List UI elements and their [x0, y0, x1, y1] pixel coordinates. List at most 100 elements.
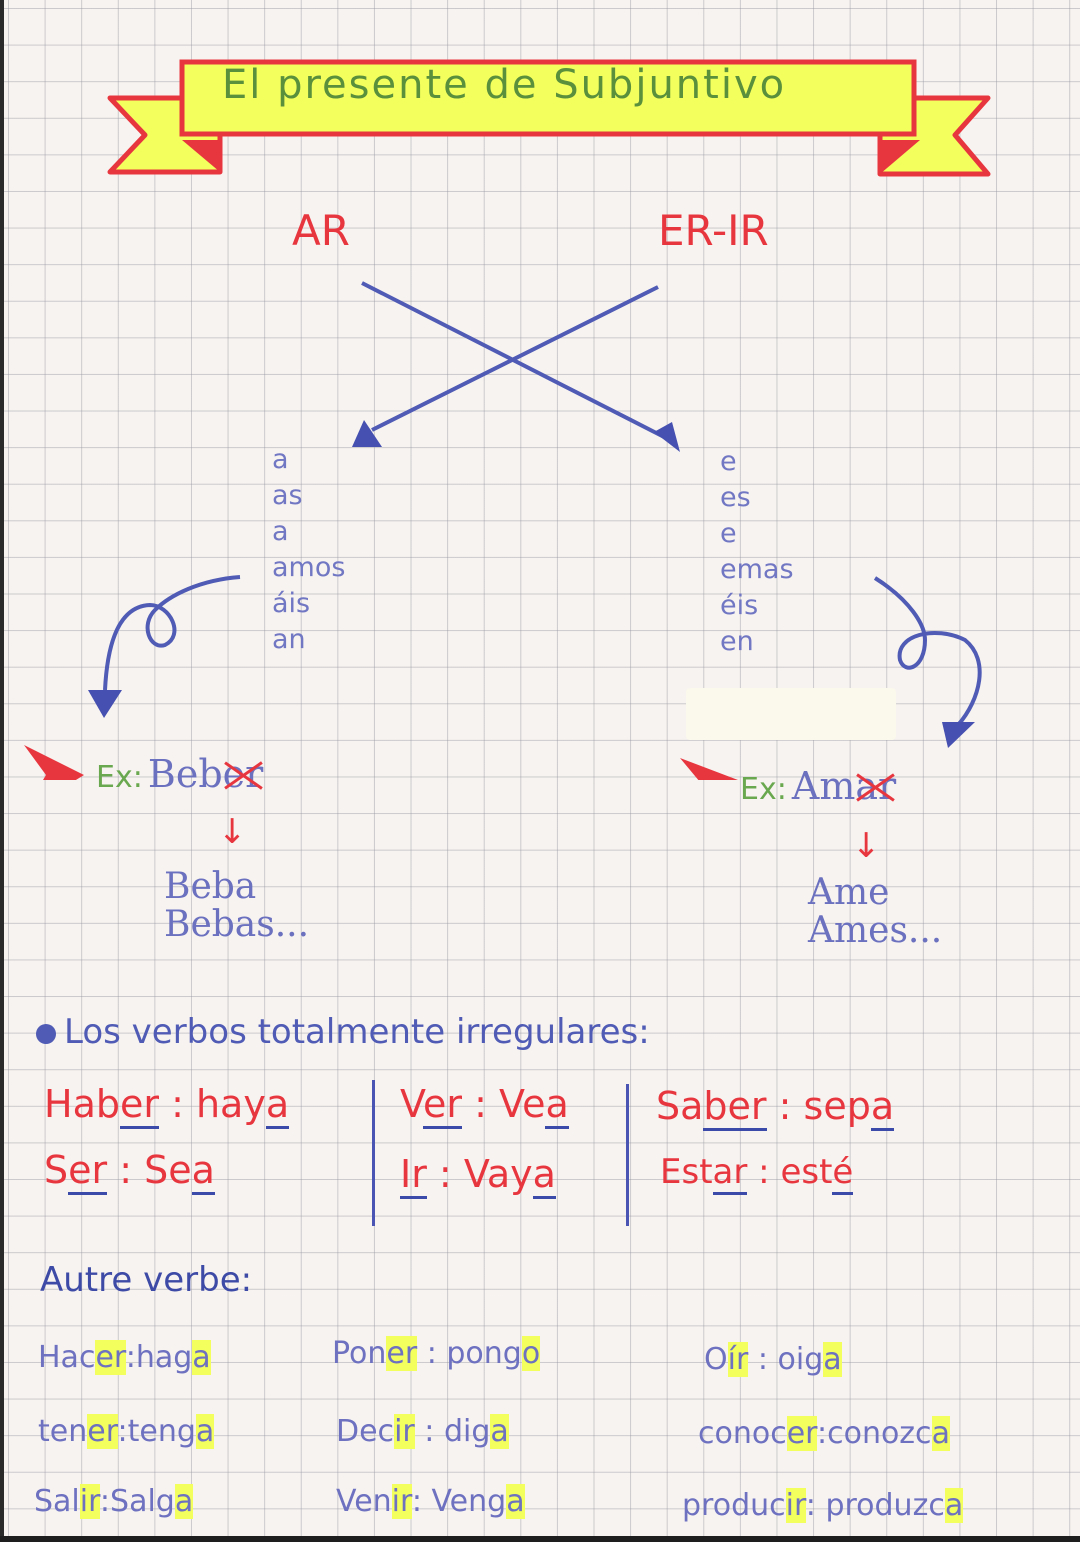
- infinitive-ending: er: [95, 1340, 126, 1375]
- infinitive-ending: er: [386, 1336, 418, 1371]
- verb-stem: Est: [660, 1152, 713, 1192]
- ar-example: Ex: Beber: [96, 752, 263, 796]
- ar-result: Beba: [164, 866, 257, 907]
- form-ending: a: [191, 1148, 215, 1195]
- bullet-icon: [36, 1023, 56, 1044]
- irregular-item: Saber : sepa: [656, 1084, 895, 1131]
- verb-ending: er: [68, 1148, 108, 1195]
- ar-ending: a: [272, 444, 289, 475]
- irregular-item: Ser : Sea: [44, 1148, 215, 1195]
- page-bottom-edge: [0, 1536, 1080, 1542]
- example-verb-stem: Beb: [147, 752, 223, 796]
- infinitive-stem: conoc: [698, 1416, 787, 1451]
- form-stem: teng: [127, 1414, 196, 1449]
- er-ir-ending: éis: [720, 590, 759, 621]
- other-verb-item: Venir: Venga: [336, 1484, 525, 1519]
- separator: :: [117, 1414, 128, 1449]
- infinitive-ending: ir: [79, 1484, 100, 1519]
- other-verb-item: tener:tenga: [38, 1414, 215, 1449]
- other-verb-item: Poner : pongo: [332, 1336, 541, 1371]
- irregular-item: Ver : Vea: [400, 1082, 569, 1129]
- ar-header: AR: [292, 206, 350, 255]
- form-ending: a: [823, 1342, 842, 1377]
- infinitive-ending: ír: [727, 1342, 749, 1377]
- form-ending: a: [870, 1084, 895, 1131]
- verb-ending: er: [119, 1082, 159, 1129]
- down-arrow-icon: ↓: [852, 826, 881, 866]
- form-ending: a: [195, 1414, 215, 1449]
- form-stem: Veng: [431, 1484, 507, 1519]
- separator: :: [757, 1342, 768, 1377]
- infinitive-stem: O: [704, 1342, 728, 1377]
- form-stem: sep: [803, 1084, 871, 1128]
- correction-tape-patch: [686, 688, 896, 740]
- form-ending: é: [832, 1152, 854, 1195]
- form-ending: a: [174, 1484, 194, 1519]
- er-ir-ending: emas: [720, 554, 794, 585]
- separator: :: [426, 1336, 437, 1371]
- verb-stem: Hab: [44, 1082, 120, 1126]
- other-verbs-heading: Autre verbe:: [40, 1260, 253, 1300]
- separator: :: [99, 1484, 111, 1519]
- er-ir-ending: en: [720, 626, 754, 657]
- other-verb-item: Hacer:haga: [38, 1340, 211, 1375]
- ar-ending: an: [272, 624, 306, 655]
- column-divider: [626, 1084, 629, 1226]
- form-stem: Ve: [499, 1082, 546, 1126]
- infinitive-stem: Sal: [34, 1484, 80, 1519]
- form-stem: oig: [777, 1342, 824, 1377]
- form-ending: a: [490, 1414, 509, 1449]
- verb-ending: ber: [703, 1084, 767, 1131]
- er-ir-ending: e: [720, 446, 737, 477]
- verb-ending: Ir: [400, 1152, 427, 1199]
- irregular-item: Haber : haya: [44, 1082, 290, 1129]
- ar-result: Bebas...: [164, 904, 310, 945]
- form-ending: a: [506, 1484, 525, 1519]
- form-stem: est: [780, 1152, 833, 1192]
- irregular-item: Estar : esté: [660, 1152, 854, 1195]
- other-verb-item: Decir : diga: [336, 1414, 509, 1449]
- crossing-arrows-icon: [24, 281, 982, 780]
- form-ending: a: [192, 1340, 211, 1375]
- form-ending: a: [545, 1082, 569, 1129]
- verb-stem: Sa: [656, 1084, 704, 1128]
- form-stem: hag: [135, 1340, 193, 1375]
- title-banner: [107, 59, 991, 177]
- example-verb-stem: Am: [791, 764, 856, 808]
- example-verb-crossed-ending: ar: [855, 764, 897, 808]
- down-arrow-icon: ↓: [218, 812, 247, 852]
- other-verb-item: producir: produzca: [682, 1488, 964, 1523]
- ar-ending: amos: [272, 552, 346, 583]
- separator: :: [424, 1414, 435, 1449]
- infinitive-stem: Hac: [38, 1340, 96, 1375]
- irregular-verbs-heading-text: Los verbos totalmente irregulares:: [64, 1012, 650, 1052]
- infinitive-ending: ir: [391, 1484, 412, 1519]
- er-ir-example: Ex: Amar: [740, 764, 896, 808]
- infinitive-stem: ten: [38, 1414, 88, 1449]
- form-ending: a: [532, 1152, 556, 1199]
- form-stem: conozc: [827, 1416, 932, 1451]
- verb-stem: S: [44, 1148, 69, 1192]
- example-verb-crossed-ending: er: [222, 752, 264, 796]
- column-divider: [372, 1080, 375, 1226]
- separator: :: [411, 1484, 422, 1519]
- er-ir-ending: es: [720, 482, 751, 513]
- ar-ending: a: [272, 516, 289, 547]
- infinitive-ending: ir: [394, 1414, 415, 1449]
- other-verb-item: Salir:Salga: [34, 1484, 194, 1519]
- infinitive-stem: produc: [682, 1488, 786, 1523]
- er-ir-endings-list: e es e emas éis en: [720, 444, 794, 660]
- irregular-verbs-heading: Los verbos totalmente irregulares:: [36, 1012, 650, 1052]
- irregular-item: Ir : Vaya: [400, 1152, 556, 1199]
- infinitive-stem: Dec: [336, 1414, 395, 1449]
- other-verb-item: Oír : oiga: [704, 1342, 842, 1377]
- page-title: El presente de Subjuntivo: [222, 62, 787, 108]
- verb-stem: V: [400, 1082, 424, 1126]
- form-stem: Se: [144, 1148, 192, 1192]
- verb-ending: er: [423, 1082, 463, 1129]
- infinitive-ending: er: [87, 1414, 118, 1449]
- ar-ending: as: [272, 480, 303, 511]
- form-ending: a: [931, 1416, 950, 1451]
- form-stem: Vay: [463, 1152, 533, 1196]
- form-stem: hay: [195, 1082, 266, 1126]
